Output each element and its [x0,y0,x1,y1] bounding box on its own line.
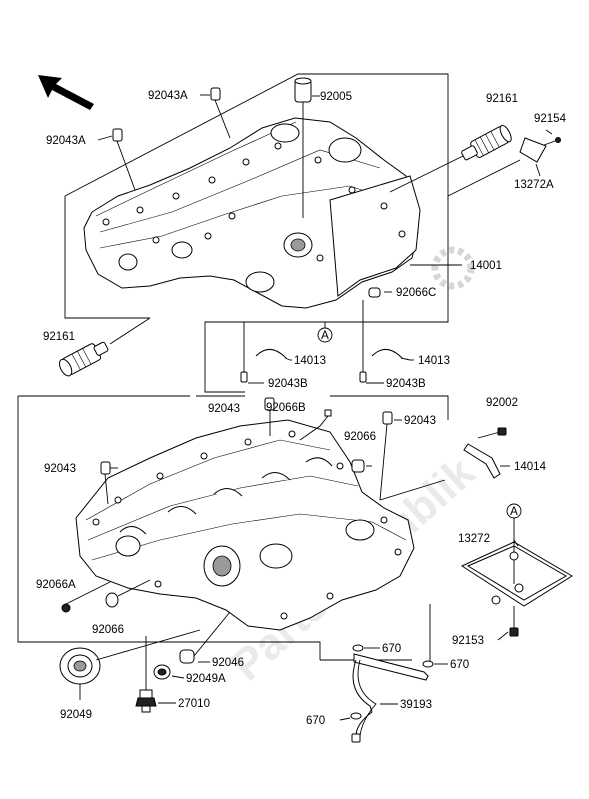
label-92043b-left: 92043B [268,378,308,390]
label-92066c: 92066C [396,287,436,299]
dowel-92043-left [100,461,111,475]
label-92153: 92153 [452,635,484,647]
fitting-92161-top [461,124,512,161]
oil-pipe-39193 [320,604,434,743]
label-92043-left: 92043 [44,463,76,475]
plug-92066 [105,592,119,608]
label-13272: 13272 [458,533,490,545]
label-14001: 14001 [470,260,502,272]
label-14013-right: 14013 [418,355,450,367]
bearing-shells [240,300,411,383]
oil-plate-13272 [460,518,573,637]
washer-670-right [422,660,434,668]
marker-a-upper: A [317,327,333,343]
lower-case-bosses [92,430,402,620]
label-670-top: 670 [382,643,401,655]
label-27010: 27010 [178,698,210,710]
label-92161-top: 92161 [486,93,518,105]
label-92049a: 92049A [186,673,226,685]
label-92043-mid-left: 92043 [208,403,240,415]
label-92161-left: 92161 [43,331,75,343]
label-14013-left: 14013 [294,355,326,367]
label-92046: 92046 [212,657,244,669]
label-92043b-right: 92043B [386,378,426,390]
label-13272a: 13272A [514,179,554,191]
bushing-92066c [368,287,381,298]
marker-a-right: A [506,503,522,519]
upper-crankcase [64,73,561,393]
seal-92049 [59,629,201,685]
part-labels: 92043A 92005 92161 92154 92043A 13272A 1… [36,90,567,727]
label-92043-mid-right: 92043 [404,415,436,427]
lower-crankcase [17,395,507,713]
washer-670-top [352,644,364,652]
label-14014: 14014 [514,461,547,473]
label-92154: 92154 [534,113,567,125]
bushing-92046 [179,611,231,664]
label-92043a-top: 92043A [148,90,188,102]
label-39193: 39193 [400,699,432,711]
washer-670-bottom [350,712,362,720]
leader-lines [79,94,553,721]
plug-92066a [61,603,71,613]
switch-27010 [135,636,157,713]
fitting-92161-left [59,317,151,377]
seal-92049a [153,664,171,680]
svg-text:A: A [510,506,518,518]
label-92066a: 92066A [36,579,76,591]
label-92049: 92049 [60,709,92,721]
label-92066-bottom: 92066 [92,624,124,636]
bolt-92153 [509,627,519,637]
label-92043a-left: 92043A [46,135,86,147]
svg-text:A: A [321,330,329,342]
label-670-bottom: 670 [306,715,325,727]
dowel-92043-mid-left [264,397,275,411]
pin-92066b [324,409,332,417]
watermark-gear-icon [431,246,475,290]
dowel-92043a-top [210,87,221,101]
upper-case-bosses [102,142,406,262]
arrow-icon [38,75,94,110]
label-92002: 92002 [486,397,518,409]
label-670-right: 670 [450,659,469,671]
bushing-92066 [351,459,365,473]
dowel-92043-mid-right [382,411,393,425]
label-92066: 92066 [344,431,376,443]
label-92005: 92005 [320,91,352,103]
label-92066b: 92066B [266,402,306,414]
clamp-14014 [463,443,501,479]
cover-13272a [519,137,547,163]
dowel-92043a-left [112,128,123,142]
bolt-92002 [477,427,507,439]
